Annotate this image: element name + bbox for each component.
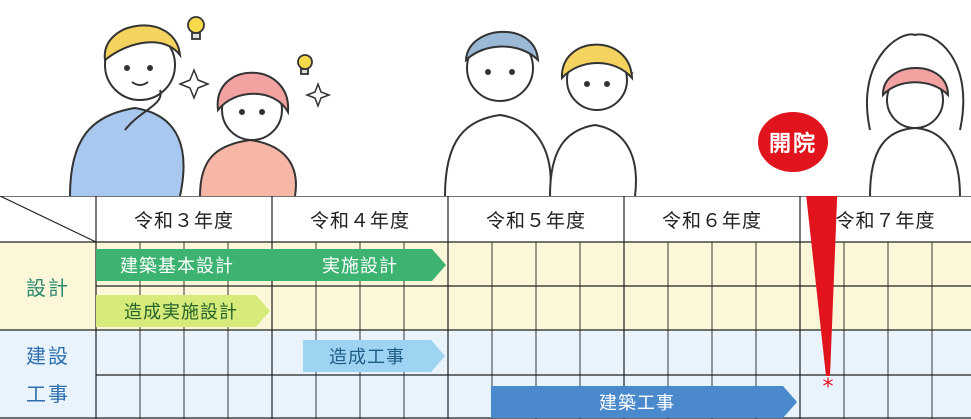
task-label-detailed-design: 実施設計: [322, 256, 398, 277]
milestone-asterisk-icon: *: [823, 375, 834, 400]
person-doctor-icon: [444, 30, 552, 196]
person-woman-pink-hair-icon: [199, 71, 297, 196]
schedule-grid: *: [0, 196, 971, 419]
person-man-yellow-hair-icon: [69, 24, 185, 196]
task-bar-building-work: 建築工事: [491, 386, 797, 418]
task-bar-design: 建築基本設計 実施設計: [96, 249, 446, 281]
person-nurse-icon: [549, 43, 637, 196]
arrowhead: [256, 295, 270, 327]
arrowhead: [783, 386, 797, 418]
row-label-construction: 建設 工事: [0, 330, 96, 419]
task-label-basic-design: 建築基本設計: [120, 256, 234, 277]
year-header-1: 令和３年度: [133, 209, 234, 232]
task-label-building-work: 建築工事: [599, 393, 675, 414]
task-label-grading-design: 造成実施設計: [124, 302, 238, 323]
row-label-construction-line2: 工事: [26, 381, 70, 406]
year-header-3: 令和５年度: [485, 209, 586, 232]
year-header-5: 令和７年度: [835, 209, 936, 232]
milestone-pointer: [806, 196, 838, 376]
task-label-grading-work: 造成工事: [329, 347, 405, 368]
year-header-2: 令和４年度: [309, 209, 410, 232]
row-label-design: 設計: [26, 275, 70, 300]
task-bar-grading-work: 造成工事: [303, 340, 445, 372]
task-bar-grading-design: 造成実施設計: [96, 295, 270, 327]
year-header-4: 令和６年度: [661, 209, 762, 232]
milestone-opening-badge: 開院: [758, 112, 828, 172]
person-arms-up-icon: [866, 33, 965, 196]
lightbulb-icon: [187, 16, 313, 75]
arrowhead: [431, 340, 445, 372]
illustration-people: [69, 16, 965, 196]
row-label-construction-line1: 建設: [26, 343, 70, 368]
arrowhead: [432, 249, 446, 281]
